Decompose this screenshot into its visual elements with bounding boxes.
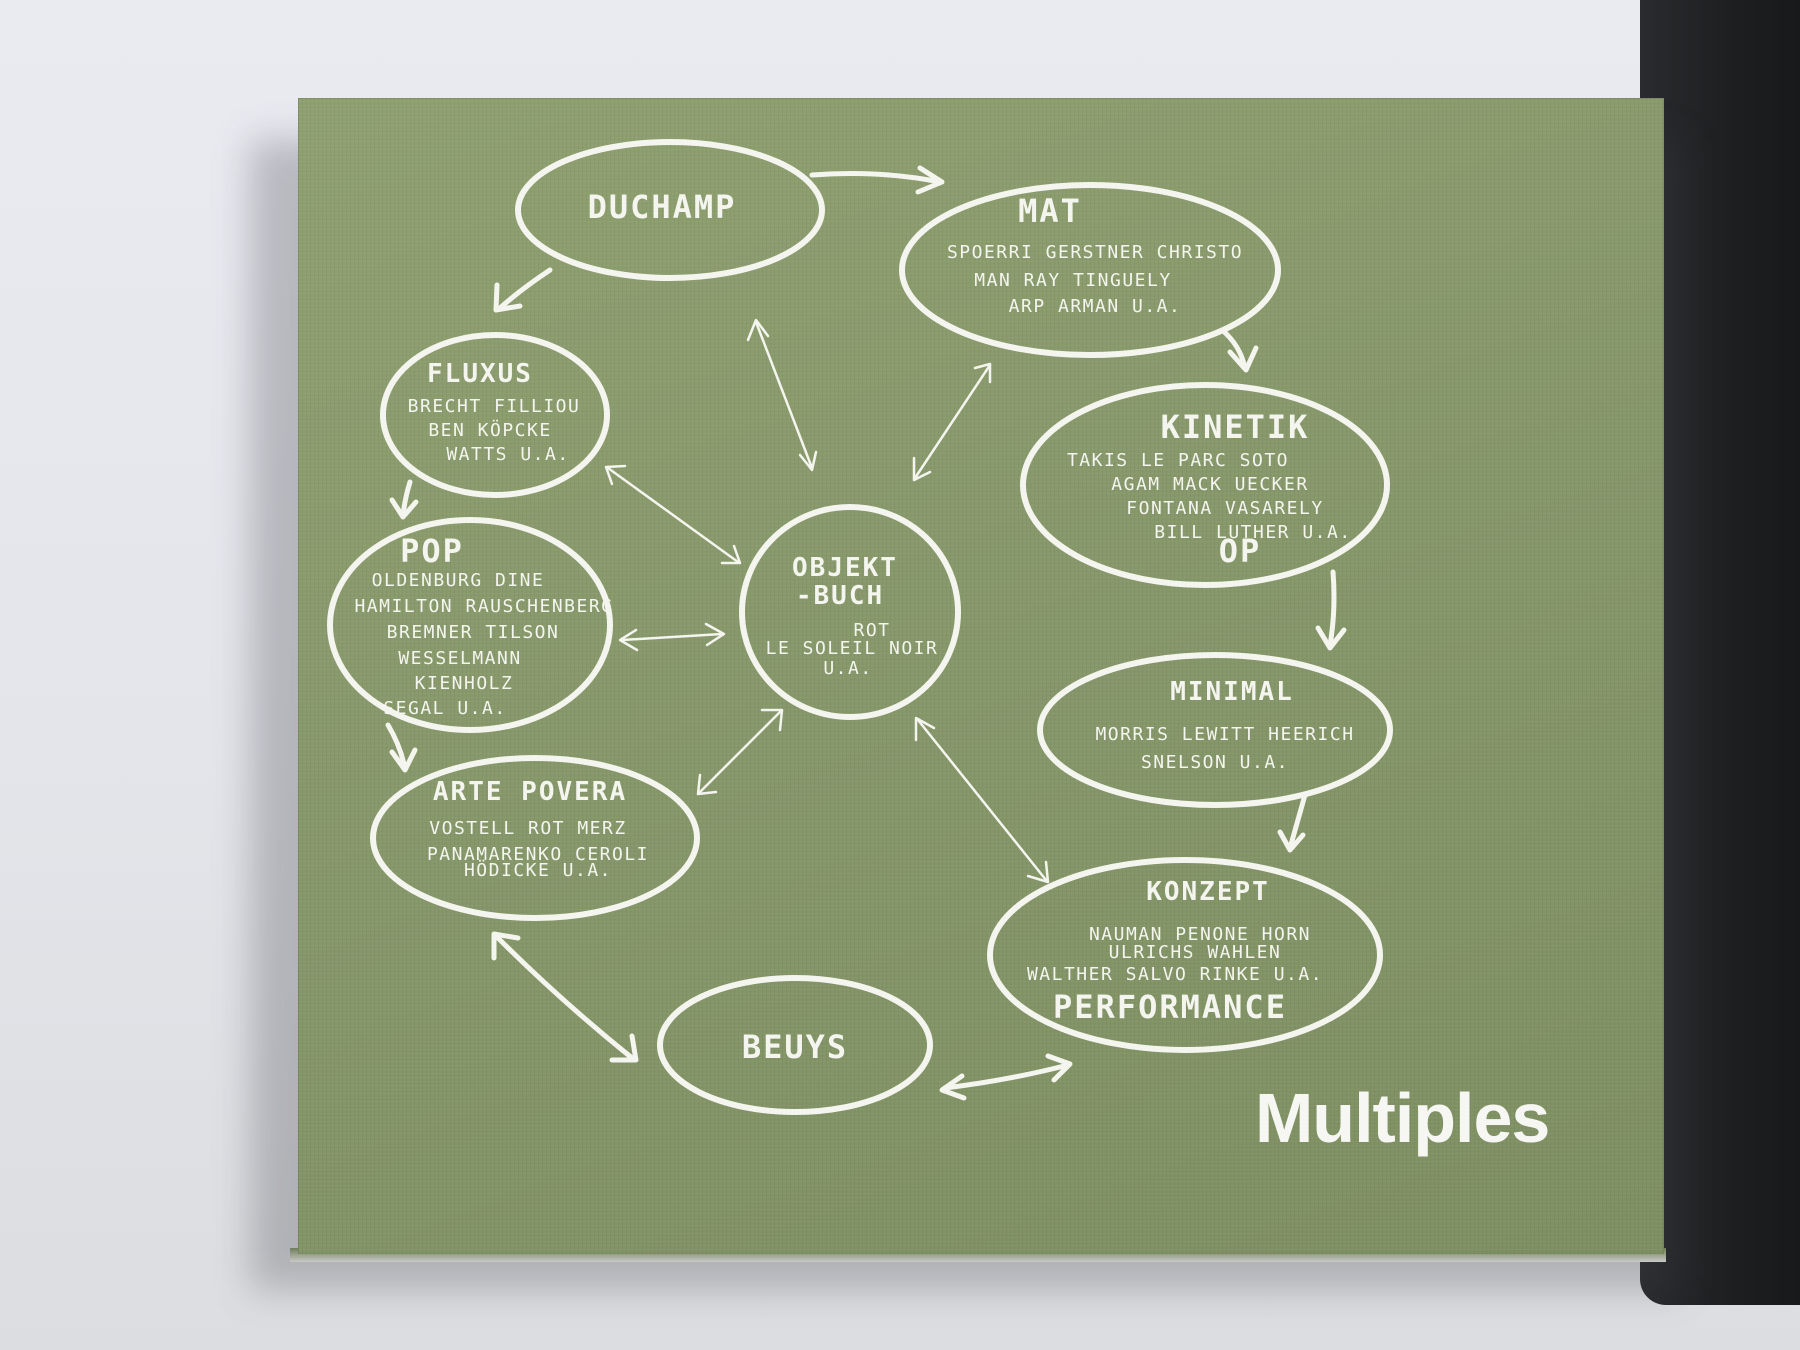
mat-line-1: SPOERRI GERSTNER CHRISTO [947,242,1243,263]
duchamp-title: DUCHAMP [588,188,737,226]
link-objekt-top [754,320,814,470]
arte-povera-line-2: PANAMARENKO CEROLI [427,844,649,865]
arrow-arte-beuys [495,935,635,1061]
konzept-footer: PERFORMANCE [1053,988,1287,1026]
beuys-title: BEUYS [742,1028,848,1066]
link-objekt-fluxus [606,466,740,564]
arrow-fluxus-pop [400,479,413,518]
arrowhead-beuys-konzept-b [1045,1053,1073,1083]
konzept-title: KONZEPT [1146,877,1270,907]
kinetik-footer: OP [1219,532,1262,570]
objektbuch-links [604,318,1050,884]
minimal-line-2: SNELSON U.A. [1141,752,1289,773]
konzept-line-3: WALTHER SALVO RINKE U.A. [1027,964,1323,985]
arrow-kinetik-minimal [1327,569,1337,648]
objektbuch-title-1: OBJEKT [792,553,898,583]
kinetik-line-4: BILL LUTHER U.A. [1154,522,1351,543]
arte-povera-title: ARTE POVERA [433,777,627,807]
minimal-loop [1037,652,1393,808]
dark-desk-mat [1640,0,1800,1305]
pop-loop [327,517,613,733]
kinetik-line-2: AGAM MACK UECKER [1111,474,1308,495]
book-title: Multiples [1255,1079,1550,1157]
arte-povera-loop [370,755,700,921]
arrowhead-mat-kinetik [1227,345,1259,373]
arrowhead-minimal-konzept [1277,829,1306,853]
fluxus-title: FLUXUS [427,359,533,389]
objektbuch-line-3: U.A. [823,658,872,679]
konzept-line-2: ULRICHS WAHLEN [1109,942,1282,963]
arte-povera-line-1: VOSTELL ROT MERZ [429,818,626,839]
arrow-pop-arte [385,722,408,771]
pop-line-3: BREMNER TILSON [387,622,560,643]
kinetik-loop [1020,382,1390,588]
minimal-line-1: MORRIS LEWITT HEERICH [1095,724,1354,745]
fluxus-line-2: BEN KÖPCKE [428,419,551,441]
arrow-duchamp-mat [809,171,943,185]
duchamp-loop [515,139,825,281]
mat-line-3: ARP ARMAN U.A. [1009,296,1182,317]
pop-line-2: HAMILTON RAUSCHENBERG [354,596,613,617]
kinetik-line-3: FONTANA VASARELY [1126,498,1323,519]
arrowhead-pop-arte [389,747,418,773]
kinetik-line-1: TAKIS LE PARC SOTO [1067,450,1289,471]
pop-title: POP [400,532,464,570]
kinetik-title: KINETIK [1161,408,1310,446]
book-cover [298,98,1664,1254]
arrowhead-fluxus-pop [389,497,419,520]
link-objekt-mat [913,363,992,480]
link-objekt-konzept [916,718,1048,882]
fluxus-line-3: WATTS U.A. [446,444,569,465]
fluxus-line-1: BRECHT FILLIOU [408,396,581,417]
link-objekt-arte [698,710,782,794]
mat-title: MAT [1018,192,1082,230]
flow-arrows [385,165,1347,1101]
objektbuch-line-2: LE SOLEIL NOIR [766,638,939,659]
link-objekt-pop [620,632,724,642]
beuys-loop [657,975,933,1115]
pop-line-1: OLDENBURG DINE [372,570,545,591]
arrow-duchamp-fluxus [497,267,553,311]
konzept-loop [987,857,1383,1053]
arrowhead-kinetik-minimal [1315,625,1347,651]
konzept-line-1: NAUMAN PENONE HORN [1089,924,1311,945]
pop-line-4: WESSELMANN [398,648,521,669]
objektbuch-title-2: -BUCH [796,581,884,611]
minimal-title: MINIMAL [1170,677,1294,707]
mat-line-2: MAN RAY TINGUELY [974,270,1171,291]
fluxus-loop [380,332,610,498]
objektbuch-loop [739,504,961,720]
mat-loop [899,182,1281,358]
arte-povera-line-3: HÖDICKE U.A. [464,859,612,881]
arrowhead-arte-beuys-a [491,931,521,961]
arrowhead-duchamp-fluxus [493,282,523,313]
arrow-minimal-konzept [1287,792,1308,851]
arrowhead-duchamp-mat [915,165,945,195]
arrowhead-beuys-konzept-a [939,1073,967,1101]
pop-line-6: SEGAL U.A. [383,698,506,719]
pop-line-5: KIENHOLZ [415,673,514,694]
arrow-beuys-konzept [942,1062,1071,1091]
objektbuch-line-1: ROT [853,620,890,641]
arrowhead-arte-beuys-b [609,1033,639,1063]
